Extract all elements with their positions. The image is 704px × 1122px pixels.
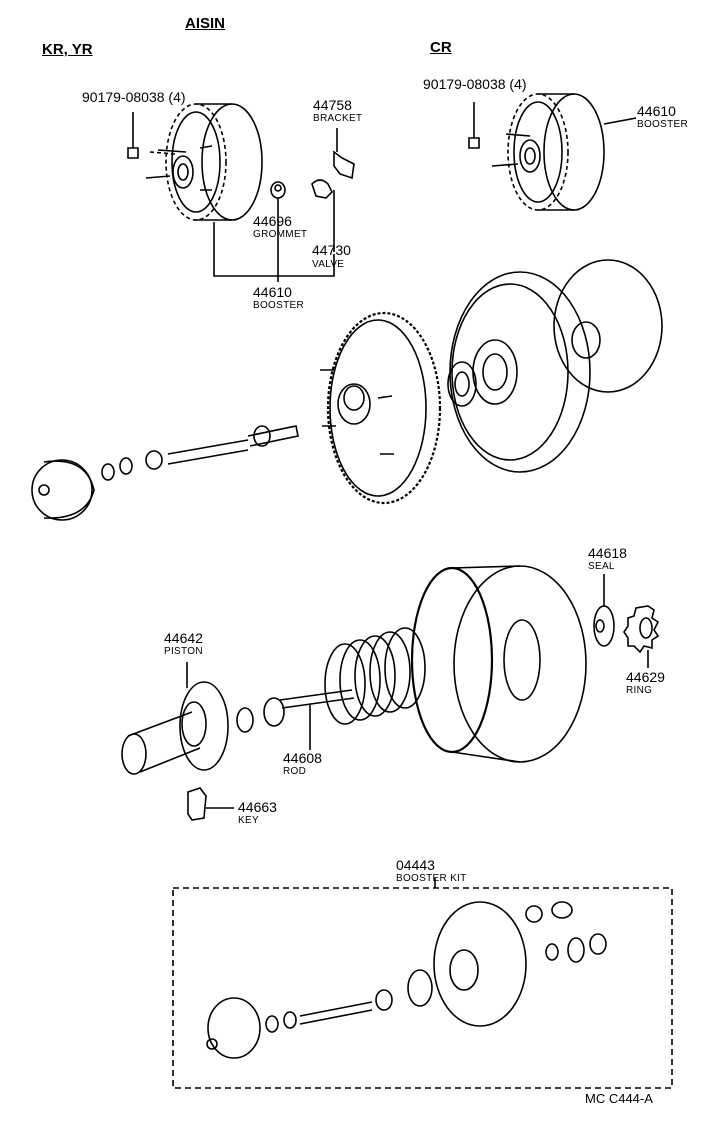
rod-name: ROD (283, 766, 307, 777)
part-number: 90179-08038 (82, 89, 165, 105)
nut-left-drawing (128, 112, 138, 158)
booster-left-small-drawing (146, 104, 262, 220)
ring-drawing (624, 606, 658, 668)
bracket-number: 44758 (313, 97, 352, 113)
seal-name: SEAL (588, 561, 615, 572)
piston-name: PISTON (164, 646, 203, 657)
piston-number: 44642 (164, 630, 203, 646)
rod-number: 44608 (283, 750, 322, 766)
ring-number: 44629 (626, 669, 665, 685)
kit-number: 04443 (396, 857, 435, 873)
piston-drawing (122, 662, 253, 774)
key-drawing (188, 788, 234, 820)
rod-drawing (264, 690, 354, 750)
rear-shell-drawing (448, 272, 590, 472)
grommet-number: 44696 (253, 213, 292, 229)
part-qty: (4) (509, 76, 527, 92)
key-name: KEY (238, 815, 259, 826)
maker-header: AISIN (185, 15, 226, 32)
bracket-drawing (334, 128, 354, 178)
bracket-name: BRACKET (313, 113, 363, 124)
part-number: 90179-08038 (423, 76, 506, 92)
front-shell-drawing (320, 313, 440, 503)
ring-name: RING (626, 685, 653, 696)
kit-frame (173, 888, 672, 1088)
grommet-name: GROMMET (253, 229, 308, 240)
body-shell-drawing (412, 566, 586, 762)
valve-number: 44730 (312, 242, 351, 258)
part-qty: (4) (168, 89, 186, 105)
seal-number: 44618 (588, 545, 627, 561)
grommet-drawing (271, 182, 285, 198)
booster-right-small-drawing (492, 94, 636, 210)
valve-drawing (312, 180, 334, 252)
diagram-code: MC C444-A (585, 1091, 653, 1106)
group-header-right: CR (430, 39, 452, 56)
push-rod-assembly-drawing (32, 426, 298, 520)
booster-left-name: BOOSTER (253, 300, 304, 311)
nut-right-drawing (469, 102, 479, 148)
spring-drawing (325, 628, 425, 724)
booster-right-number: 44610 (637, 103, 676, 119)
diaphragm-plate-drawing (554, 260, 662, 392)
valve-name: VALVE (312, 259, 345, 270)
group-header-left: KR, YR (42, 41, 93, 58)
seal-drawing (594, 574, 614, 646)
key-number: 44663 (238, 799, 277, 815)
booster-right-name: BOOSTER (637, 119, 688, 130)
booster-left-number: 44610 (253, 284, 292, 300)
nut-left-label: 90179-08038 (4) (82, 90, 186, 104)
kit-name: BOOSTER KIT (396, 873, 467, 884)
nut-right-label: 90179-08038 (4) (423, 77, 527, 91)
kit-contents-drawing (207, 902, 606, 1058)
